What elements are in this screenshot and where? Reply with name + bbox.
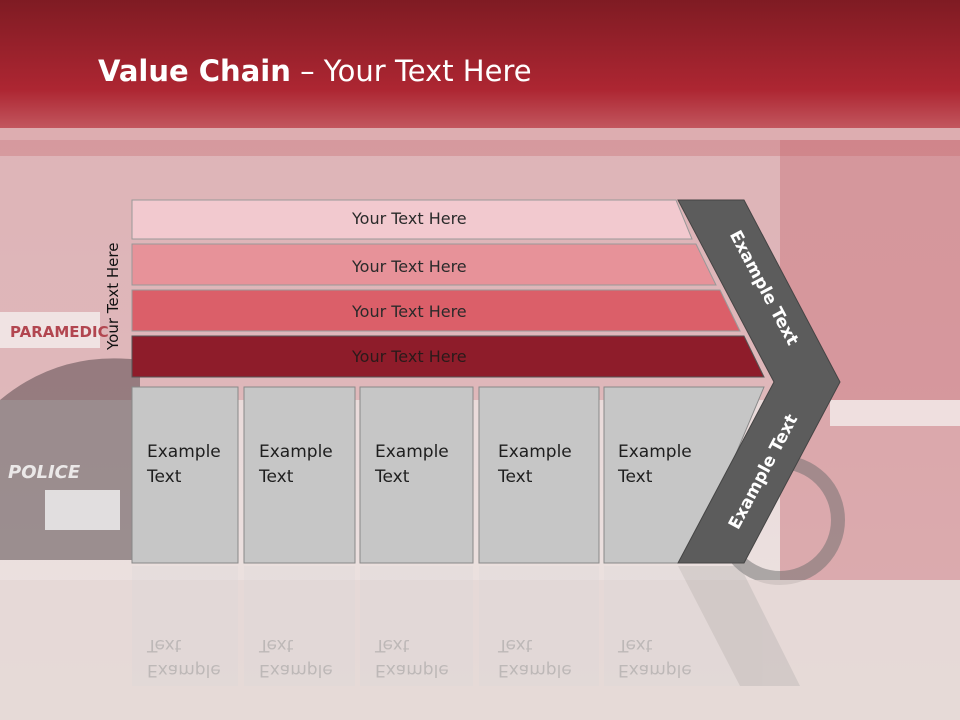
side-label: Your Text Here <box>104 242 122 350</box>
row-label-2: Your Text Here <box>352 257 467 276</box>
page-title: Value Chain – Your Text Here <box>98 54 532 88</box>
column-reflection-4: Example Text <box>498 635 572 680</box>
column-reflection-2: Example Text <box>259 635 333 680</box>
chain-row-1 <box>131 199 693 240</box>
column-label-3: Example Text <box>375 442 449 487</box>
column-label-4: Example Text <box>498 442 572 487</box>
column-box-1 <box>131 386 239 564</box>
svg-text:PARAMEDIC: PARAMEDIC <box>10 323 109 341</box>
column-box-3 <box>359 386 474 564</box>
chain-row-3 <box>131 289 741 332</box>
title-bold: Value Chain <box>98 54 291 88</box>
column-label-2: Example Text <box>259 442 333 487</box>
column-box-4 <box>478 386 600 564</box>
title-rest: – Your Text Here <box>290 54 532 88</box>
reflection-group <box>132 566 800 686</box>
row-label-3: Your Text Here <box>352 302 467 321</box>
svg-text:POLICE: POLICE <box>8 462 81 483</box>
row-label-4: Your Text Here <box>352 347 467 366</box>
column-reflection-1: Example Text <box>147 635 221 680</box>
column-reflection-5: Example Text <box>618 635 692 680</box>
column-label-1: Example Text <box>147 442 221 487</box>
column-label-5: Example Text <box>618 442 692 487</box>
chain-row-2 <box>131 243 717 286</box>
column-reflection-3: Example Text <box>375 635 449 680</box>
chevron-arrow <box>677 199 841 564</box>
column-box-2 <box>243 386 356 564</box>
row-label-1: Your Text Here <box>352 209 467 228</box>
chain-row-4 <box>131 335 765 378</box>
